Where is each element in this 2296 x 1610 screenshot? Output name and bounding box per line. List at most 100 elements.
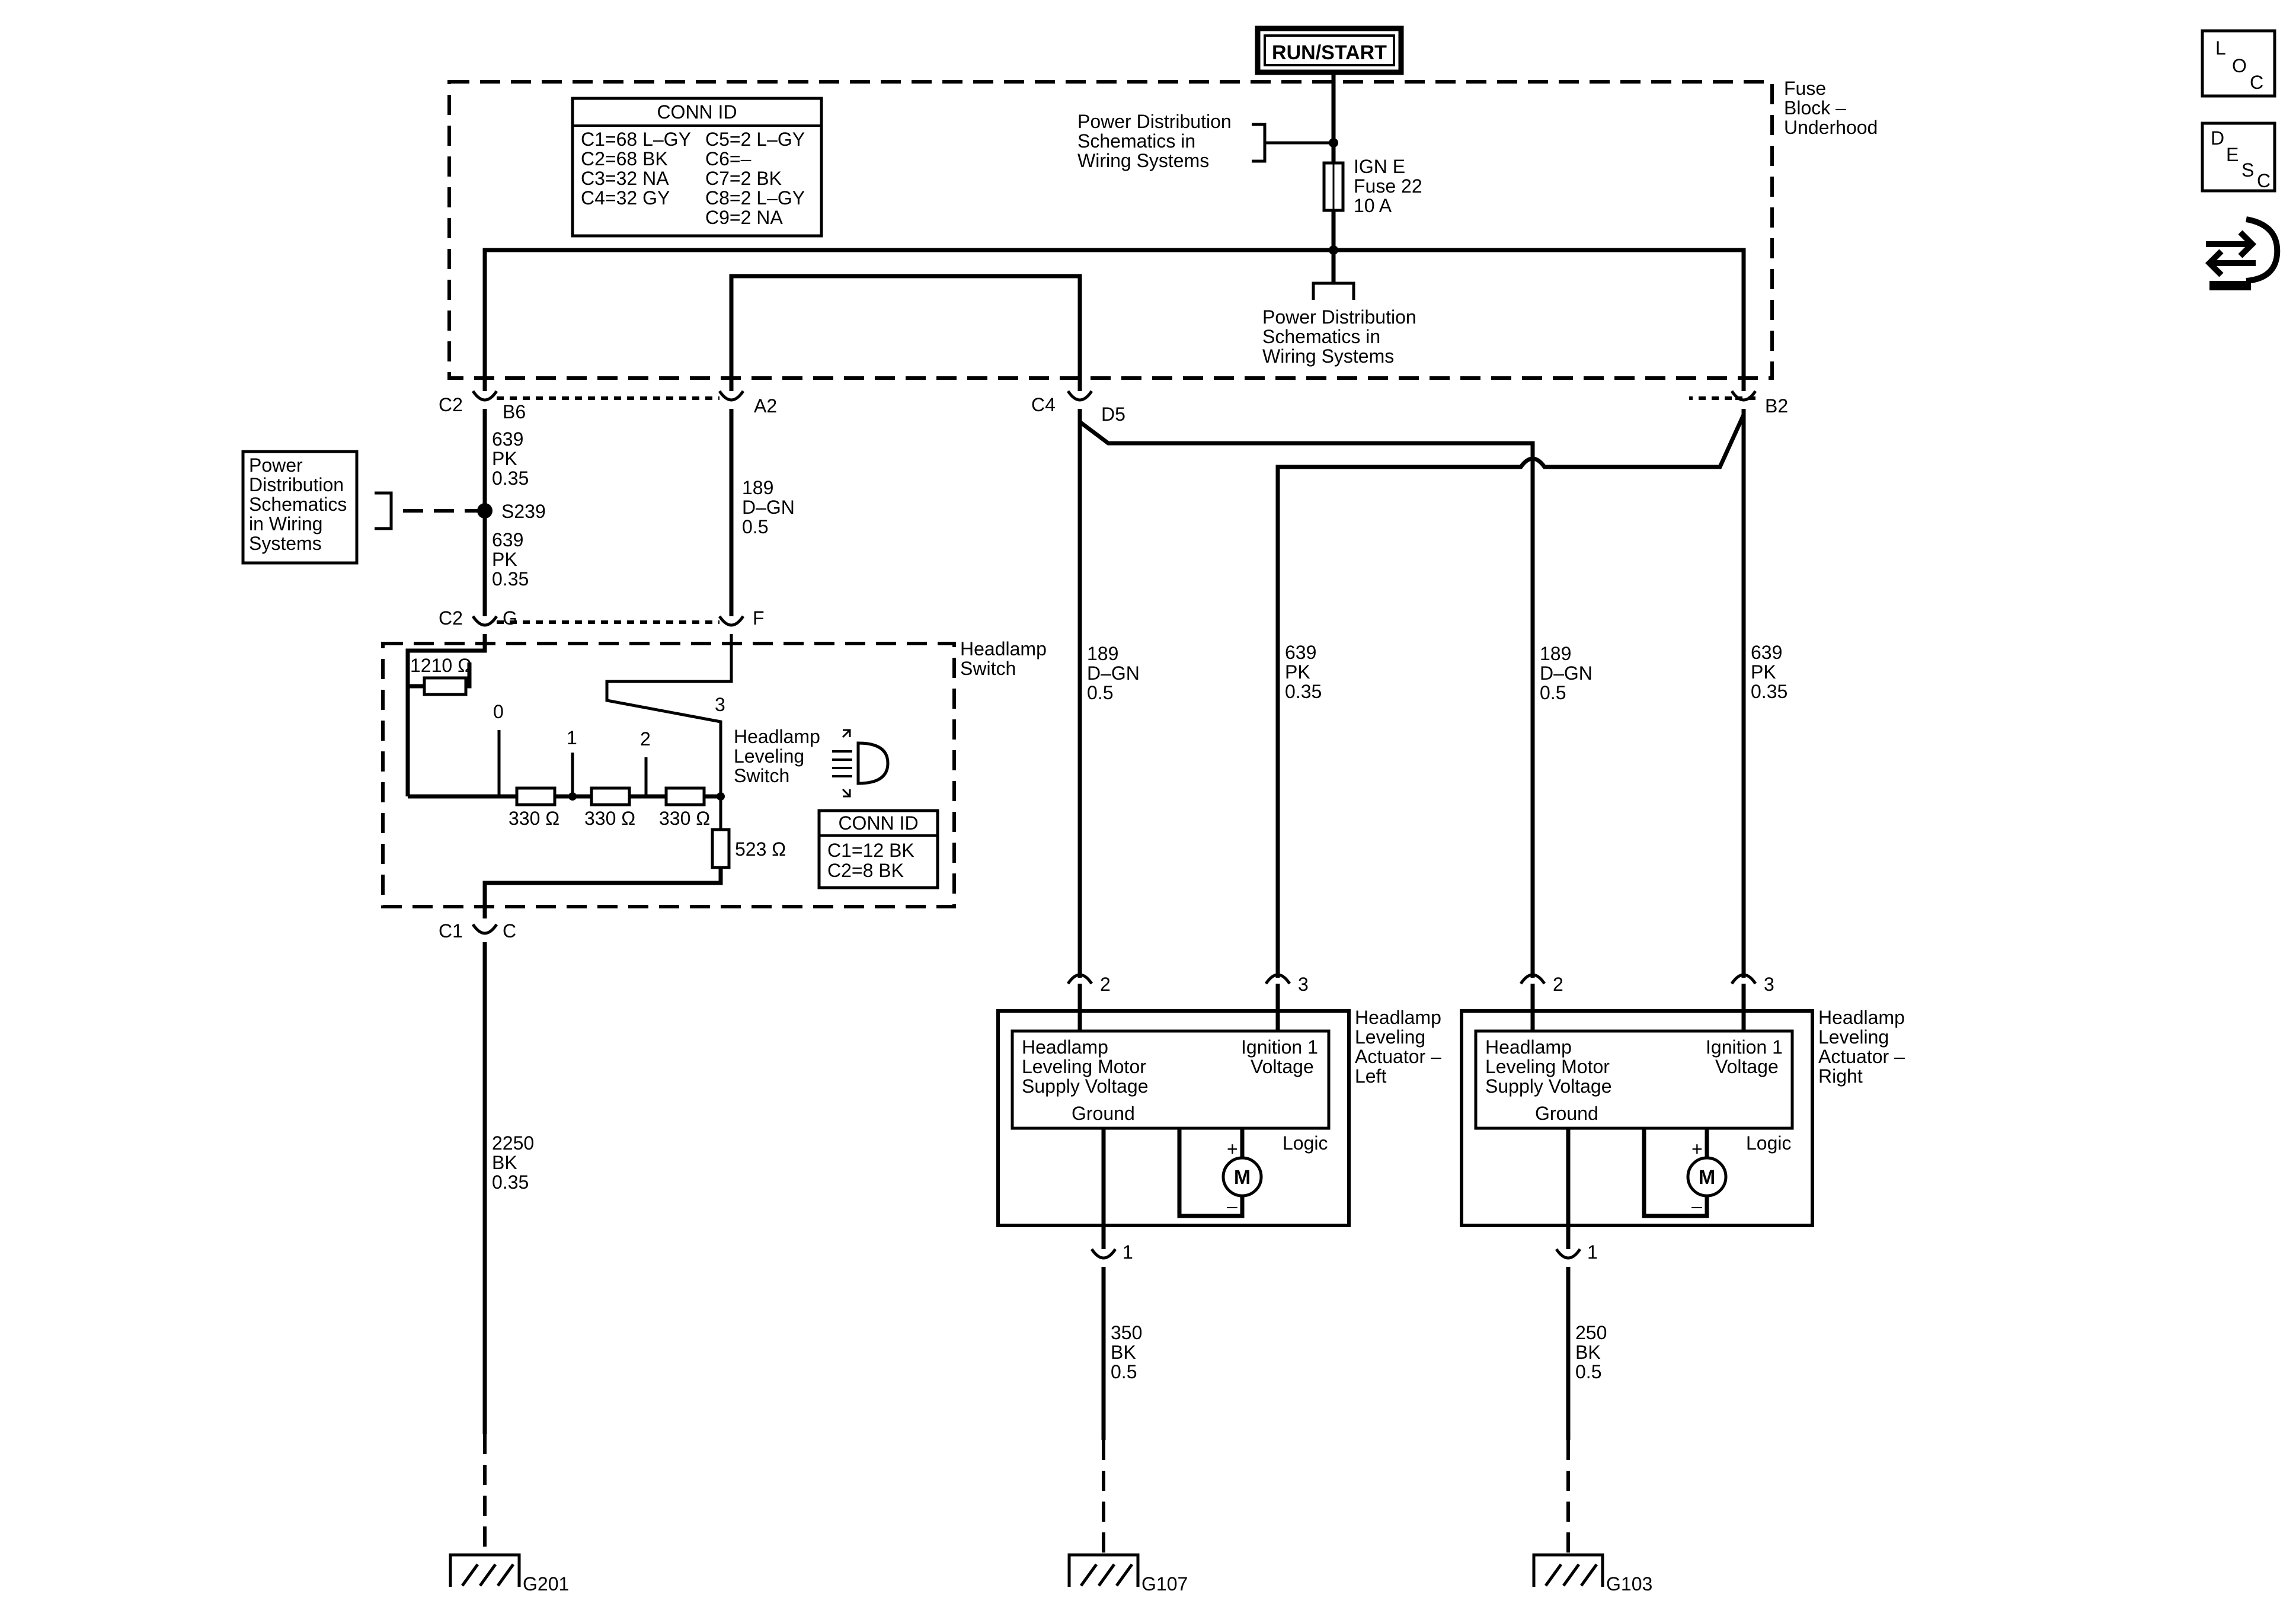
headlamp-leveling-icon [832, 729, 890, 798]
svg-text:C3=32 NA: C3=32 NA [581, 168, 669, 189]
svg-text:C2=8 BK: C2=8 BK [827, 860, 904, 881]
svg-text:350: 350 [1111, 1322, 1142, 1343]
svg-text:639: 639 [1751, 642, 1782, 663]
actuator-left-pin-1: 1 [1090, 1241, 1133, 1263]
svg-text:G107: G107 [1141, 1573, 1188, 1595]
wire-label-189-dgn-a: 189 D–GN 0.5 [742, 477, 795, 537]
svg-text:RUN/START: RUN/START [1272, 41, 1387, 64]
power-distribution-ref-bottom: Power Distribution Schematics in Wiring … [1262, 281, 1416, 367]
svg-text:0.35: 0.35 [492, 468, 529, 489]
svg-text:189: 189 [1087, 643, 1118, 664]
svg-text:Power Distribution: Power Distribution [1262, 306, 1416, 328]
svg-text:C2: C2 [439, 607, 463, 629]
svg-text:C1=68 L–GY: C1=68 L–GY [581, 129, 691, 150]
actuator-left-housing [996, 1009, 1351, 1227]
resistor-330-b [590, 786, 631, 806]
actuator-right-pin-2: 2 [1519, 973, 1563, 995]
svg-text:0.5: 0.5 [1540, 682, 1566, 703]
svg-text:Actuator –: Actuator – [1818, 1046, 1905, 1067]
svg-text:+: + [1691, 1138, 1703, 1160]
svg-text:Headlamp: Headlamp [734, 726, 820, 747]
svg-text:189: 189 [1540, 643, 1571, 664]
svg-text:C4=32 GY: C4=32 GY [581, 187, 670, 209]
actuator-left-ign-text: Ignition 1 Voltage [1241, 1036, 1318, 1077]
svg-text:639: 639 [1285, 642, 1316, 663]
svg-text:189: 189 [742, 477, 773, 498]
conn-id-table-switch: CONN ID C1=12 BK C2=8 BK [817, 809, 939, 889]
svg-text:G201: G201 [523, 1573, 569, 1595]
svg-text:Actuator –: Actuator – [1355, 1046, 1441, 1067]
resistor-330-a [515, 786, 557, 806]
connector-c2-b6: C2 B6 [439, 390, 526, 422]
svg-text:C: C [503, 920, 516, 942]
svg-text:0.5: 0.5 [742, 516, 768, 537]
svg-text:Leveling Motor: Leveling Motor [1022, 1056, 1146, 1077]
svg-text:–: – [1227, 1195, 1237, 1217]
svg-text:Power Distribution: Power Distribution [1077, 111, 1232, 132]
svg-text:B6: B6 [503, 401, 526, 422]
actuator-left-label: Headlamp Leveling Actuator – Left [1355, 1007, 1441, 1087]
svg-text:C8=2 L–GY: C8=2 L–GY [705, 187, 805, 209]
wire-label-639-pk-b: 639 PK 0.35 [492, 529, 529, 590]
svg-text:Supply Voltage: Supply Voltage [1485, 1076, 1612, 1097]
actuator-right-pin-1: 1 [1555, 1241, 1598, 1263]
svg-text:C: C [2250, 72, 2263, 93]
fuse-block-boundary [447, 80, 1774, 380]
svg-text:10 A: 10 A [1354, 195, 1392, 216]
svg-text:IGN E: IGN E [1354, 156, 1405, 177]
svg-text:Ignition 1: Ignition 1 [1241, 1036, 1318, 1058]
svg-text:Headlamp: Headlamp [1022, 1036, 1108, 1058]
svg-text:250: 250 [1575, 1322, 1607, 1343]
svg-text:0.35: 0.35 [1751, 681, 1787, 702]
conn-id-table-main: CONN ID C1=68 L–GY C2=68 BK C3=32 NA C4=… [571, 97, 823, 238]
svg-text:639: 639 [492, 428, 523, 450]
ground-g201: G201 [449, 1553, 569, 1595]
svg-text:Left: Left [1355, 1065, 1386, 1087]
svg-text:Voltage: Voltage [1715, 1056, 1779, 1077]
svg-text:M: M [1699, 1166, 1715, 1189]
svg-text:Distribution: Distribution [249, 474, 344, 495]
svg-text:BK: BK [1111, 1342, 1136, 1363]
svg-text:BK: BK [492, 1152, 517, 1173]
svg-text:Ignition 1: Ignition 1 [1706, 1036, 1783, 1058]
svg-text:+: + [1227, 1138, 1238, 1160]
svg-text:Logic: Logic [1746, 1132, 1792, 1154]
desc-icon[interactable]: D E S C [2201, 121, 2276, 193]
ground-g103: G103 [1532, 1553, 1652, 1595]
wire-label-189-dgn-c: 189 D–GN 0.5 [1540, 643, 1593, 703]
svg-text:3: 3 [1764, 974, 1774, 995]
svg-text:A2: A2 [754, 395, 777, 417]
svg-text:Wiring Systems: Wiring Systems [1077, 150, 1209, 171]
svg-text:C7=2 BK: C7=2 BK [705, 168, 782, 189]
wire-label-350-bk: 350 BK 0.5 [1111, 1322, 1142, 1382]
svg-text:C4: C4 [1031, 394, 1056, 415]
svg-text:S: S [2241, 159, 2254, 181]
svg-text:C2=68 BK: C2=68 BK [581, 148, 668, 169]
svg-text:2: 2 [1100, 974, 1111, 995]
svg-text:330 Ω: 330 Ω [659, 808, 710, 829]
svg-text:PK: PK [1751, 661, 1776, 683]
wire-label-189-dgn-b: 189 D–GN 0.5 [1087, 643, 1140, 703]
navigation-icon[interactable] [2205, 216, 2281, 290]
svg-text:E: E [2226, 144, 2239, 165]
svg-text:Fuse 22: Fuse 22 [1354, 175, 1422, 197]
ground-g107: G107 [1067, 1553, 1188, 1595]
connector-a2: A2 [718, 390, 777, 417]
power-distribution-ref-splice: Power Distribution Schematics in Wiring … [241, 450, 393, 565]
svg-text:Systems: Systems [249, 533, 322, 554]
headlamp-switch-label: Headlamp Switch [960, 638, 1047, 679]
svg-text:3: 3 [715, 694, 725, 715]
headlamp-leveling-switch-label: Headlamp Leveling Switch [734, 726, 820, 786]
svg-text:1: 1 [1123, 1241, 1133, 1263]
svg-text:D–GN: D–GN [1087, 662, 1140, 684]
svg-text:CONN ID: CONN ID [838, 812, 918, 834]
connector-c1-c: C1 C [439, 920, 516, 942]
svg-text:S239: S239 [501, 501, 546, 522]
svg-text:Headlamp: Headlamp [1818, 1007, 1905, 1028]
loc-icon[interactable]: L O C [2201, 29, 2276, 98]
svg-text:Power: Power [249, 454, 303, 476]
actuator-left-pin-2: 2 [1066, 973, 1111, 995]
connector-c2-g: C2 G [439, 607, 517, 629]
power-distribution-ref-top: Power Distribution Schematics in Wiring … [1077, 111, 1334, 171]
